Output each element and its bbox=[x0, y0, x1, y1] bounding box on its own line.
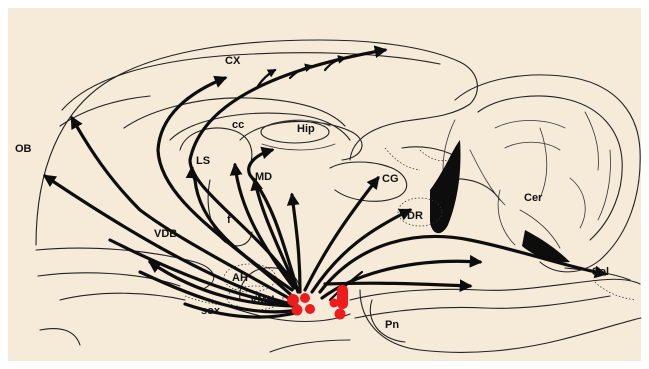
label-md: MD bbox=[255, 171, 272, 183]
source-dot bbox=[330, 299, 339, 308]
label-sox: sox bbox=[201, 305, 221, 317]
label-ls: LS bbox=[196, 155, 210, 167]
label-hip: Hip bbox=[297, 123, 315, 135]
label-cg: CG bbox=[382, 173, 399, 185]
source-dot bbox=[292, 305, 303, 316]
label-ah: AH bbox=[232, 272, 248, 284]
source-dot bbox=[287, 294, 299, 306]
label-vmh: VMH bbox=[250, 294, 275, 306]
label-cer: Cer bbox=[524, 192, 543, 204]
label-ob: OB bbox=[15, 143, 32, 155]
figure-background bbox=[8, 8, 641, 361]
label-dr: DR bbox=[407, 210, 423, 222]
label-cc: cc bbox=[232, 119, 244, 131]
label-sol: Sol bbox=[592, 266, 609, 278]
source-column bbox=[337, 285, 348, 309]
source-dot bbox=[300, 293, 310, 303]
label-cx: CX bbox=[225, 55, 241, 67]
label-f: f bbox=[227, 214, 231, 226]
label-pn: Pn bbox=[385, 319, 399, 331]
source-dot bbox=[335, 309, 346, 320]
label-vdb: VDB bbox=[154, 228, 177, 240]
source-dot bbox=[305, 304, 315, 314]
